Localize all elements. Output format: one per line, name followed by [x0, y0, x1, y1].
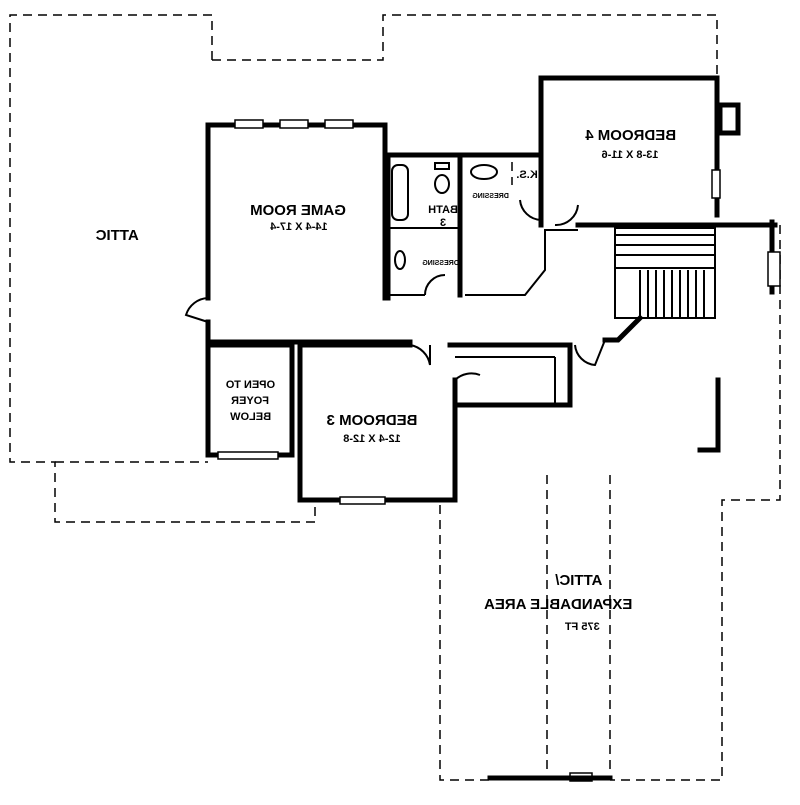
bedroom3-size: 12-4 X 12-8 — [343, 433, 400, 445]
game-room-size: 14-4 X 17-4 — [269, 221, 327, 233]
attic-expandable-line3: 375 FT — [565, 621, 600, 633]
attic-left-label: ATTIC — [95, 227, 138, 244]
stair-treads — [615, 234, 715, 318]
bath3-number: 3 — [440, 217, 446, 229]
open-foyer-line3: BELOW — [230, 411, 272, 423]
game-room-label: GAME ROOM — [250, 202, 346, 219]
open-foyer-line2: FOYER — [231, 395, 269, 407]
ks-label: K.S. — [516, 169, 537, 181]
attic-outlines — [9, 14, 781, 781]
dressing-left-label: DRESSING — [422, 260, 459, 267]
attic-expandable-line2: EXPANDABLE AREA — [484, 596, 633, 613]
bedroom4-size: 13-8 X 11-6 — [602, 149, 659, 161]
walls — [184, 75, 781, 782]
bedroom3-label: BEDROOM 3 — [327, 412, 418, 429]
bedroom4-label: BEDROOM 4 — [585, 127, 677, 144]
dressing-top-label: DRESSING — [472, 193, 509, 200]
open-foyer-line1: OPEN TO — [225, 379, 275, 391]
bath3-label: BATH — [428, 204, 458, 216]
attic-expandable-line1: ATTIC/ — [554, 572, 602, 589]
